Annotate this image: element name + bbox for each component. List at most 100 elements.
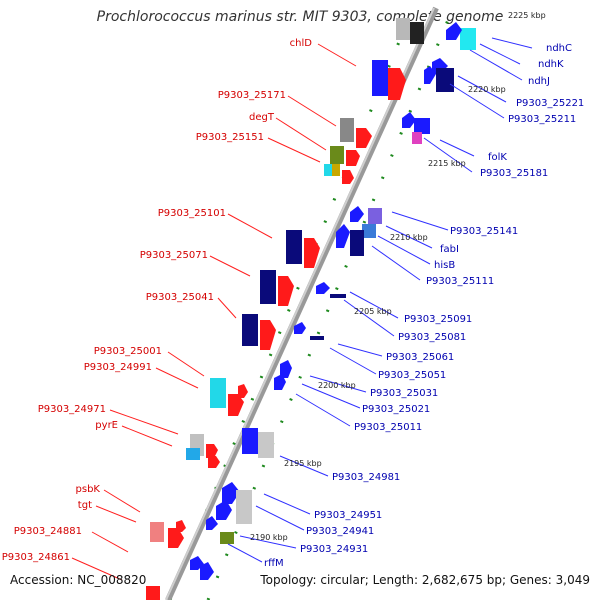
gene-block bbox=[436, 68, 454, 92]
gene-label: P9303_25151 bbox=[196, 132, 264, 143]
kbp-mark: 2220 kbp bbox=[468, 85, 506, 94]
gene-block bbox=[260, 270, 276, 304]
gene-arrow bbox=[238, 384, 248, 398]
leader-line bbox=[95, 505, 137, 523]
gene-label: fabI bbox=[440, 244, 459, 255]
leader-line bbox=[423, 137, 473, 173]
gene-label: P9303_25091 bbox=[404, 314, 472, 325]
left-leaders bbox=[71, 43, 357, 581]
leader-line bbox=[267, 137, 321, 163]
gene-block bbox=[310, 336, 324, 340]
gene-block bbox=[286, 230, 302, 264]
gene-arrow bbox=[346, 150, 360, 166]
accession-text: Accession: NC_008820 bbox=[10, 573, 147, 587]
gene-label: ndhJ bbox=[528, 76, 550, 87]
gene-label: ndhK bbox=[538, 59, 564, 70]
kbp-mark: 2195 kbp bbox=[284, 459, 322, 468]
leader-line bbox=[227, 543, 263, 563]
gene-arrow bbox=[222, 482, 240, 504]
gene-arrow bbox=[294, 322, 306, 334]
gene-label: rffM bbox=[264, 558, 284, 569]
kbp-mark: 2225 kbp bbox=[508, 11, 546, 20]
kbp-mark: 2190 kbp bbox=[250, 533, 288, 542]
leader-line bbox=[279, 455, 329, 477]
gene-arrow bbox=[336, 224, 350, 248]
kbp-mark: 2210 kbp bbox=[390, 233, 428, 242]
gene-arrow bbox=[356, 128, 372, 148]
gene-label: hisB bbox=[434, 260, 455, 271]
gene-label: P9303_24941 bbox=[306, 526, 374, 537]
gene-label: P9303_24971 bbox=[38, 404, 106, 415]
leader-line bbox=[263, 493, 311, 515]
gene-arrow bbox=[216, 500, 232, 520]
gene-block bbox=[412, 132, 422, 144]
gene-block bbox=[236, 490, 252, 524]
leader-line bbox=[301, 383, 361, 409]
gene-label: psbK bbox=[76, 484, 101, 495]
right-leaders bbox=[227, 37, 533, 563]
backbone-highlight bbox=[165, 7, 435, 600]
gene-label: P9303_25051 bbox=[378, 370, 446, 381]
gene-block bbox=[460, 28, 476, 50]
gene-arrow bbox=[280, 360, 292, 378]
leader-line bbox=[167, 351, 205, 377]
gene-block bbox=[414, 118, 430, 134]
leader-line bbox=[287, 95, 337, 127]
gene-block bbox=[220, 532, 234, 544]
track-dots bbox=[168, 19, 450, 600]
gene-block bbox=[368, 208, 382, 224]
gene-label: P9303_24981 bbox=[332, 472, 400, 483]
forward-genes bbox=[146, 18, 424, 600]
gene-label: P9303_25181 bbox=[480, 168, 548, 179]
leader-line bbox=[349, 291, 399, 319]
leader-line bbox=[71, 557, 123, 581]
gene-label: degT bbox=[249, 112, 275, 123]
leader-line bbox=[337, 343, 383, 357]
leader-line bbox=[449, 83, 505, 119]
gene-label: P9303_24861 bbox=[2, 552, 70, 563]
gene-label: P9303_25141 bbox=[450, 226, 518, 237]
right-track-dots bbox=[206, 19, 450, 600]
gene-arrow bbox=[206, 444, 218, 458]
gene-label: P9303_24991 bbox=[84, 362, 152, 373]
gene-label: ndhC bbox=[546, 43, 572, 54]
gene-label: P9303_25221 bbox=[516, 98, 584, 109]
gene-block bbox=[324, 164, 332, 176]
gene-label: P9303_25071 bbox=[140, 250, 208, 261]
gene-label: P9303_25171 bbox=[218, 90, 286, 101]
gene-block bbox=[258, 432, 274, 458]
right-gene-labels: ndhC ndhK ndhJ P9303_25221 P9303_25211 f… bbox=[264, 43, 584, 569]
gene-label: P9303_25021 bbox=[362, 404, 430, 415]
gene-label: P9303_24881 bbox=[14, 526, 82, 537]
leader-line bbox=[309, 375, 367, 393]
kbp-mark: 2205 kbp bbox=[354, 307, 392, 316]
gene-arrow bbox=[350, 206, 364, 222]
gene-block bbox=[350, 230, 364, 256]
gene-label: P9303_25211 bbox=[508, 114, 576, 125]
gene-block bbox=[340, 118, 354, 142]
gene-block bbox=[150, 522, 164, 542]
leader-line bbox=[439, 139, 475, 157]
leader-line bbox=[227, 213, 273, 239]
leader-line bbox=[385, 225, 433, 249]
leader-line bbox=[121, 425, 173, 447]
gene-label: P9303_24951 bbox=[314, 510, 382, 521]
gene-label: P9303_25011 bbox=[354, 422, 422, 433]
leader-line bbox=[457, 75, 507, 103]
gene-block bbox=[242, 428, 258, 454]
gene-block bbox=[330, 294, 346, 298]
gene-block bbox=[362, 224, 376, 238]
kbp-mark: 2200 kbp bbox=[318, 381, 356, 390]
gene-arrow bbox=[260, 320, 276, 350]
backbone-line bbox=[165, 6, 439, 600]
gene-label: P9303_25041 bbox=[146, 292, 214, 303]
gene-block bbox=[210, 378, 226, 408]
topology-text: Topology: circular; Length: 2,682,675 bp… bbox=[260, 573, 590, 587]
leader-line bbox=[317, 43, 357, 67]
gene-block bbox=[146, 586, 160, 600]
gene-arrow bbox=[446, 22, 462, 40]
gene-block bbox=[410, 22, 424, 44]
gene-block bbox=[372, 60, 388, 96]
gene-arrow bbox=[402, 112, 416, 128]
